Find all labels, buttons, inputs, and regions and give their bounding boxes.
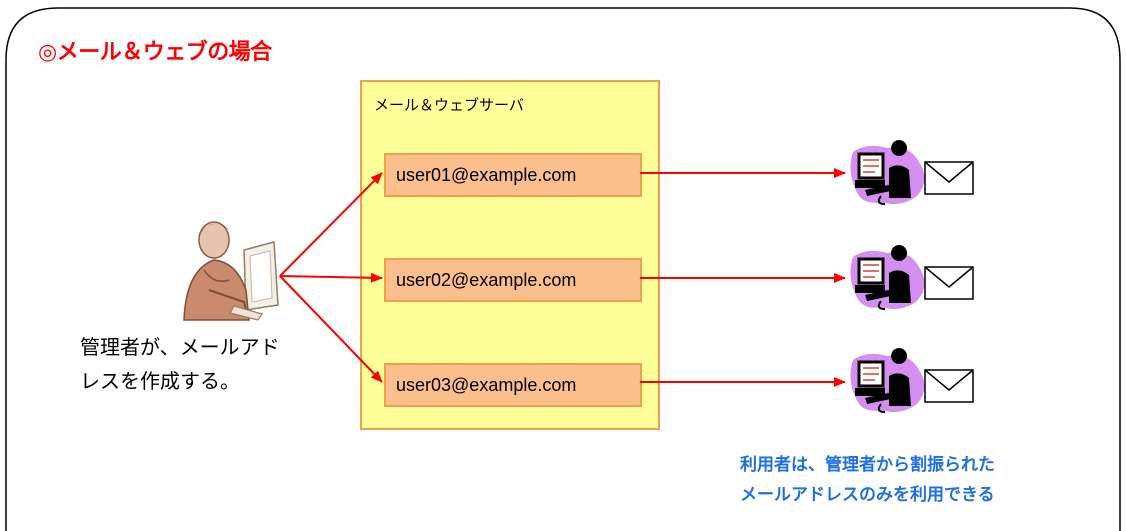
user-at-computer-icon: [850, 140, 974, 205]
administrator-clipart-icon: [183, 221, 279, 321]
users-note-line: 利用者は、管理者から割振られた: [740, 455, 995, 475]
admin-caption: 管理者が、メールアド レスを作成する。: [80, 330, 320, 398]
admin-caption-line: 管理者が、メールアド: [80, 335, 280, 359]
address-box: user01@example.com: [384, 153, 642, 197]
arrow-admin-to-user01: [279, 172, 383, 277]
arrow-admin-to-user03: [279, 275, 383, 383]
mail-web-server-box: メール＆ウェブサーバ user01@example.com user02@exa…: [360, 80, 660, 430]
admin-caption-line: レスを作成する。: [80, 369, 240, 393]
diagram-title: ◎メール＆ウェブの場合: [38, 40, 272, 65]
arrow-admin-to-user02: [279, 272, 383, 283]
users-note: 利用者は、管理者から割振られた メールアドレスのみを利用できる: [740, 450, 1080, 510]
server-label: メール＆ウェブサーバ: [374, 96, 524, 114]
user-at-computer-icon: [850, 348, 974, 413]
user-at-computer-icon: [850, 245, 974, 310]
address-box: user03@example.com: [384, 363, 642, 407]
address-box: user02@example.com: [384, 258, 642, 302]
users-note-line: メールアドレスのみを利用できる: [740, 485, 995, 505]
